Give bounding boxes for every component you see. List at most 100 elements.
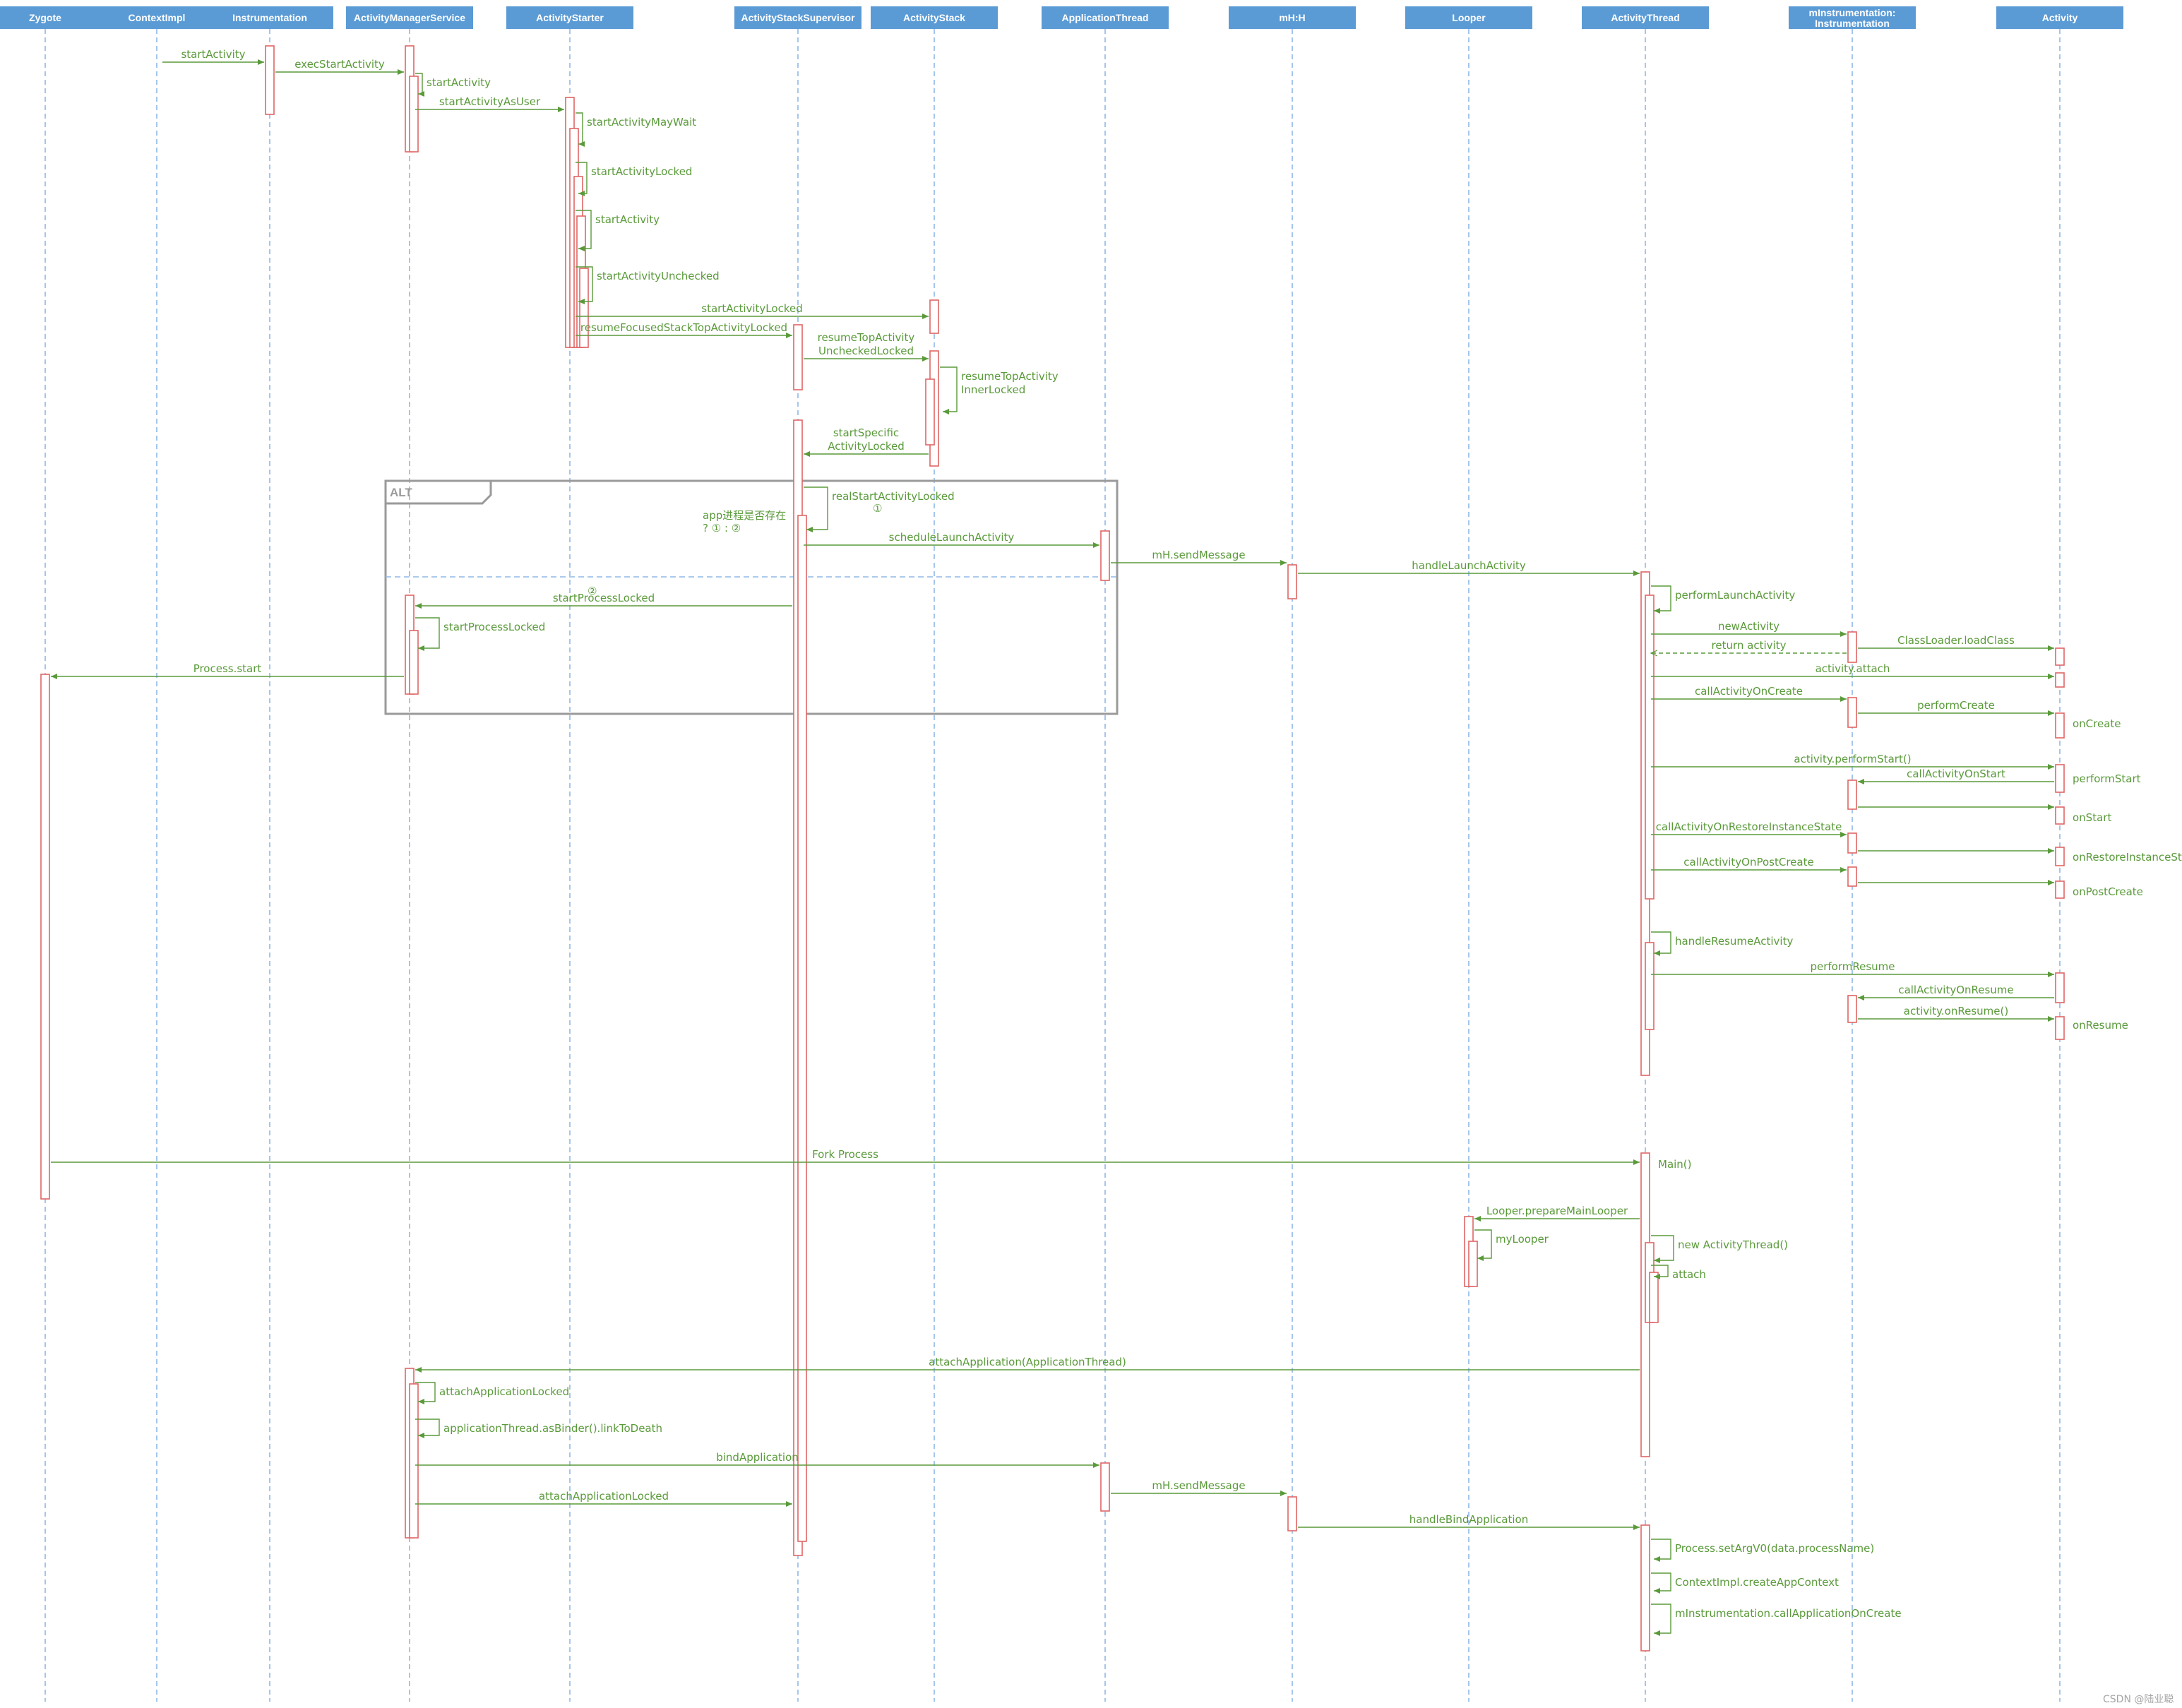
self-message-arrow (1651, 1265, 1669, 1279)
message-main: Main() (1658, 1158, 1692, 1171)
participant-activitystack: ActivityStack (871, 6, 998, 29)
participant-applicationthread: ApplicationThread (1042, 6, 1169, 29)
self-message-arrow (415, 1382, 436, 1404)
self-message-arrow (940, 366, 958, 414)
message-applicationthread-asbinder-linktodeath: applicationThread.asBinder().linkToDeath (415, 1419, 662, 1438)
activation-bar (929, 299, 939, 334)
participant-mh-h: mH:H (1229, 6, 1356, 29)
message-label: onCreate (2073, 717, 2121, 730)
participant-box (506, 6, 633, 29)
message-looper-preparemainlooper: Looper.prepareMainLooper (1474, 1205, 1640, 1222)
activation-bar (1645, 942, 1655, 1030)
message-label: return activity (1712, 639, 1787, 652)
message-performcreate: performCreate (1858, 699, 2054, 716)
participant-box (1042, 6, 1169, 29)
message-label: activity.performStart() (1794, 753, 1911, 765)
activation-bar (1287, 564, 1297, 599)
activation-bar (409, 630, 419, 695)
message-process-setargv0-data-processname: Process.setArgV0(data.processName) (1651, 1539, 1874, 1562)
activation-bar (265, 45, 275, 115)
activation-bar (1640, 1524, 1650, 1652)
message-label: callActivityOnStart (1907, 768, 2005, 780)
activation-bar (1287, 1496, 1297, 1531)
participant-label: ActivityStack (903, 12, 965, 23)
self-message-arrow (1474, 1229, 1492, 1261)
activation-bar (1847, 995, 1857, 1023)
message-label: attachApplicationLocked (539, 1490, 669, 1503)
self-message-arrow (1651, 931, 1671, 956)
message-mylooper: myLooper (1474, 1229, 1549, 1261)
message-label: applicationThread.asBinder().linkToDeath (443, 1422, 662, 1435)
message-label: onStart (2073, 811, 2111, 824)
message-label: Process.setArgV0(data.processName) (1675, 1542, 1874, 1555)
message-label: new ActivityThread() (1678, 1238, 1788, 1251)
activation-bar (1847, 832, 1857, 854)
alt-frame-label: ALT (390, 486, 412, 499)
participant-label: ActivityThread (1611, 12, 1679, 23)
message-label: mInstrumentation.callApplicationOnCreate (1675, 1607, 1902, 1620)
activation-bar (579, 268, 589, 348)
alt-condition-line-1: app进程是否存在 (703, 509, 786, 522)
message-label: execStartActivity (294, 58, 385, 71)
alt-condition: app进程是否存在 ? ① : ② (703, 509, 789, 535)
message-oncreate: onCreate (2073, 717, 2121, 730)
message-activity-onresume: activity.onResume() (1858, 1005, 2054, 1022)
activation-bar (2055, 1016, 2065, 1040)
self-message-arrow (576, 210, 592, 251)
activation-bar (793, 324, 803, 390)
watermark: CSDN @陆业聪 (2103, 1694, 2174, 1705)
participant-box (1789, 6, 1916, 29)
participant-label: ActivityStarter (536, 12, 604, 23)
message-label: performLaunchActivity (1675, 589, 1795, 602)
activation-bar (1847, 697, 1857, 728)
participant-label: ActivityManagerService (354, 12, 465, 23)
message-execstartactivity: execStartActivity (275, 58, 404, 75)
message-mh-sendmessage: mH.sendMessage (1111, 1479, 1287, 1496)
message-handleresumeactivity: handleResumeActivity (1651, 931, 1793, 956)
message-label: startActivityMayWait (587, 116, 696, 129)
message-label: onResume (2073, 1019, 2128, 1032)
participant-box (0, 6, 109, 29)
message-resumefocusedstacktopactivitylocked: resumeFocusedStackTopActivityLocked (576, 321, 792, 338)
message-startactivityasuser: startActivityAsUser (415, 95, 564, 112)
participant-looper: Looper (1405, 6, 1532, 29)
message-startactivitylocked: startActivityLocked (576, 162, 692, 196)
participant-box (1405, 6, 1532, 29)
message-label: bindApplication (716, 1451, 799, 1464)
message-startactivity: startActivity (576, 210, 660, 251)
activation-bar (925, 378, 935, 446)
activation-bar (1100, 1462, 1110, 1512)
activation-bar (2055, 764, 2065, 793)
message-label: resumeFocusedStackTopActivityLocked (580, 321, 787, 334)
participant-minstrumentation-instrumentation: mInstrumentation:Instrumentation (1789, 6, 1916, 29)
message-label: startActivityAsUser (439, 95, 541, 108)
activation-bar (2055, 806, 2065, 825)
self-message-arrow (576, 266, 593, 304)
message-label: ClassLoader.loadClass (1897, 634, 2015, 647)
message-label: performStart (2073, 772, 2141, 785)
message-callactivityonresume: callActivityOnResume (1858, 984, 2054, 1001)
message-label: startActivity (427, 76, 491, 89)
message-label: Main() (1658, 1158, 1692, 1171)
message-callactivityonstart: callActivityOnStart (1858, 768, 2054, 784)
message-label: performCreate (1917, 699, 1995, 712)
message-minstrumentation-callapplicationoncreate: mInstrumentation.callApplicationOnCreate (1651, 1604, 1902, 1636)
message-label: startActivity (595, 213, 660, 226)
participant-zygote: Zygote (0, 6, 109, 29)
self-message-arrow (576, 112, 585, 147)
alt-frame: ALT app进程是否存在 ? ① : ② ① ② (384, 479, 1119, 715)
activation-bar (1649, 1272, 1659, 1323)
message-classloader-loadclass: ClassLoader.loadClass (1858, 634, 2054, 651)
activation-bar (2055, 672, 2065, 688)
self-message-arrow (415, 1419, 440, 1438)
participant-box (871, 6, 998, 29)
message-label: newActivity (1718, 620, 1779, 633)
participant-box (1996, 6, 2123, 29)
activation-bar (1645, 595, 1655, 900)
message-startactivitymaywait: startActivityMayWait (576, 112, 696, 147)
message-label: activity.onResume() (1904, 1005, 2008, 1017)
message-realstartactivitylocked: realStartActivityLocked (804, 486, 955, 532)
message-startactivity: startActivity (415, 73, 491, 97)
activation-bar (2055, 972, 2065, 1003)
